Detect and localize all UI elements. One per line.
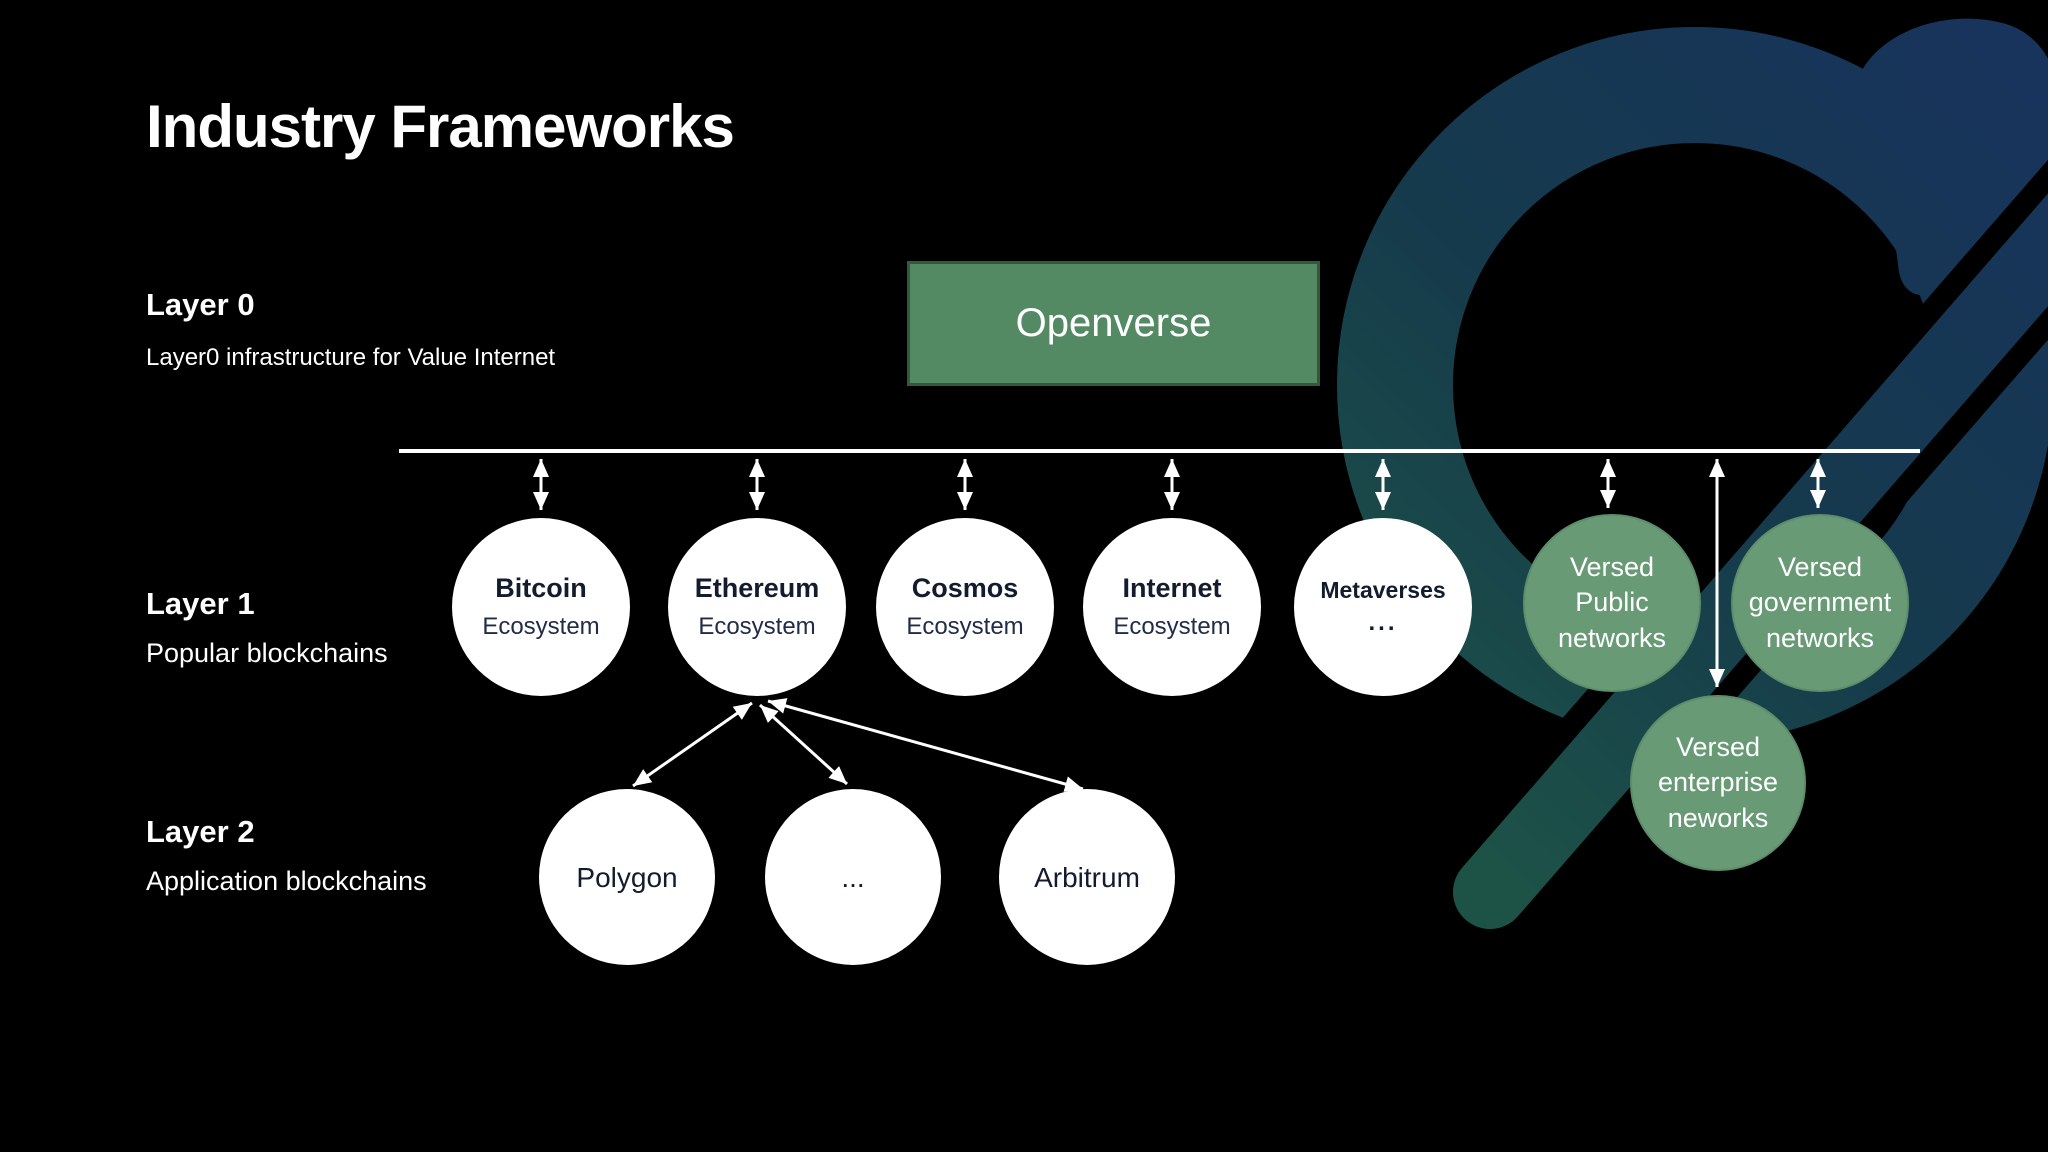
node-polygon: Polygon	[539, 789, 715, 965]
openverse-label: Openverse	[1015, 301, 1212, 345]
layer0-description: Layer0 infrastructure for Value Internet	[146, 344, 556, 371]
node-arbitrum-title: Arbitrum	[1034, 861, 1140, 893]
node-cosmos-subtitle: Ecosystem	[906, 612, 1024, 640]
node-arbitrum: Arbitrum	[999, 789, 1175, 965]
node-versed-government: Versed government networks	[1731, 514, 1909, 692]
layer2-heading: Layer 2	[146, 814, 255, 849]
node-versed-public: Versed Public networks	[1523, 514, 1701, 692]
layer1-heading: Layer 1	[146, 586, 255, 621]
node-versed-public-title: Versed Public networks	[1557, 551, 1667, 653]
node-ethereum-title: Ethereum	[694, 573, 820, 604]
node-metaverses: Metaverses ...	[1294, 518, 1472, 696]
arrow-ethereum-polygon	[632, 701, 753, 788]
arrow-ethereum-arbitrum	[767, 698, 1084, 792]
layer2-description: Application blockchains	[146, 866, 427, 896]
openverse-box: Openverse	[907, 261, 1320, 386]
node-cosmos: Cosmos Ecosystem	[876, 518, 1054, 696]
node-polygon-title: Polygon	[576, 861, 678, 893]
layer0-heading: Layer 0	[146, 287, 255, 322]
node-versed-government-title: Versed government networks	[1748, 551, 1892, 653]
node-dots: ...	[765, 789, 941, 965]
node-cosmos-title: Cosmos	[911, 573, 1019, 604]
node-internet: Internet Ecosystem	[1083, 518, 1261, 696]
ethereum-layer2-arrows	[632, 698, 1084, 792]
node-metaverses-title: Metaverses	[1320, 576, 1446, 603]
node-ethereum: Ethereum Ecosystem	[668, 518, 846, 696]
node-bitcoin-title: Bitcoin	[495, 573, 587, 604]
node-internet-subtitle: Ecosystem	[1113, 612, 1231, 640]
node-metaverses-subtitle: ...	[1368, 609, 1398, 637]
node-versed-enterprise: Versed enterprise neworks	[1630, 695, 1806, 871]
node-bitcoin-subtitle: Ecosystem	[482, 612, 600, 640]
node-bitcoin: Bitcoin Ecosystem	[452, 518, 630, 696]
node-versed-enterprise-title: Versed enterprise neworks	[1657, 731, 1779, 833]
layer1-description: Popular blockchains	[146, 638, 388, 668]
arrow-ethereum-dots	[758, 703, 849, 786]
node-dots-title: ...	[841, 861, 865, 893]
bus-arrows	[533, 459, 1826, 687]
page-title: Industry Frameworks	[146, 93, 735, 160]
node-internet-title: Internet	[1122, 573, 1222, 604]
node-ethereum-subtitle: Ecosystem	[698, 612, 816, 640]
